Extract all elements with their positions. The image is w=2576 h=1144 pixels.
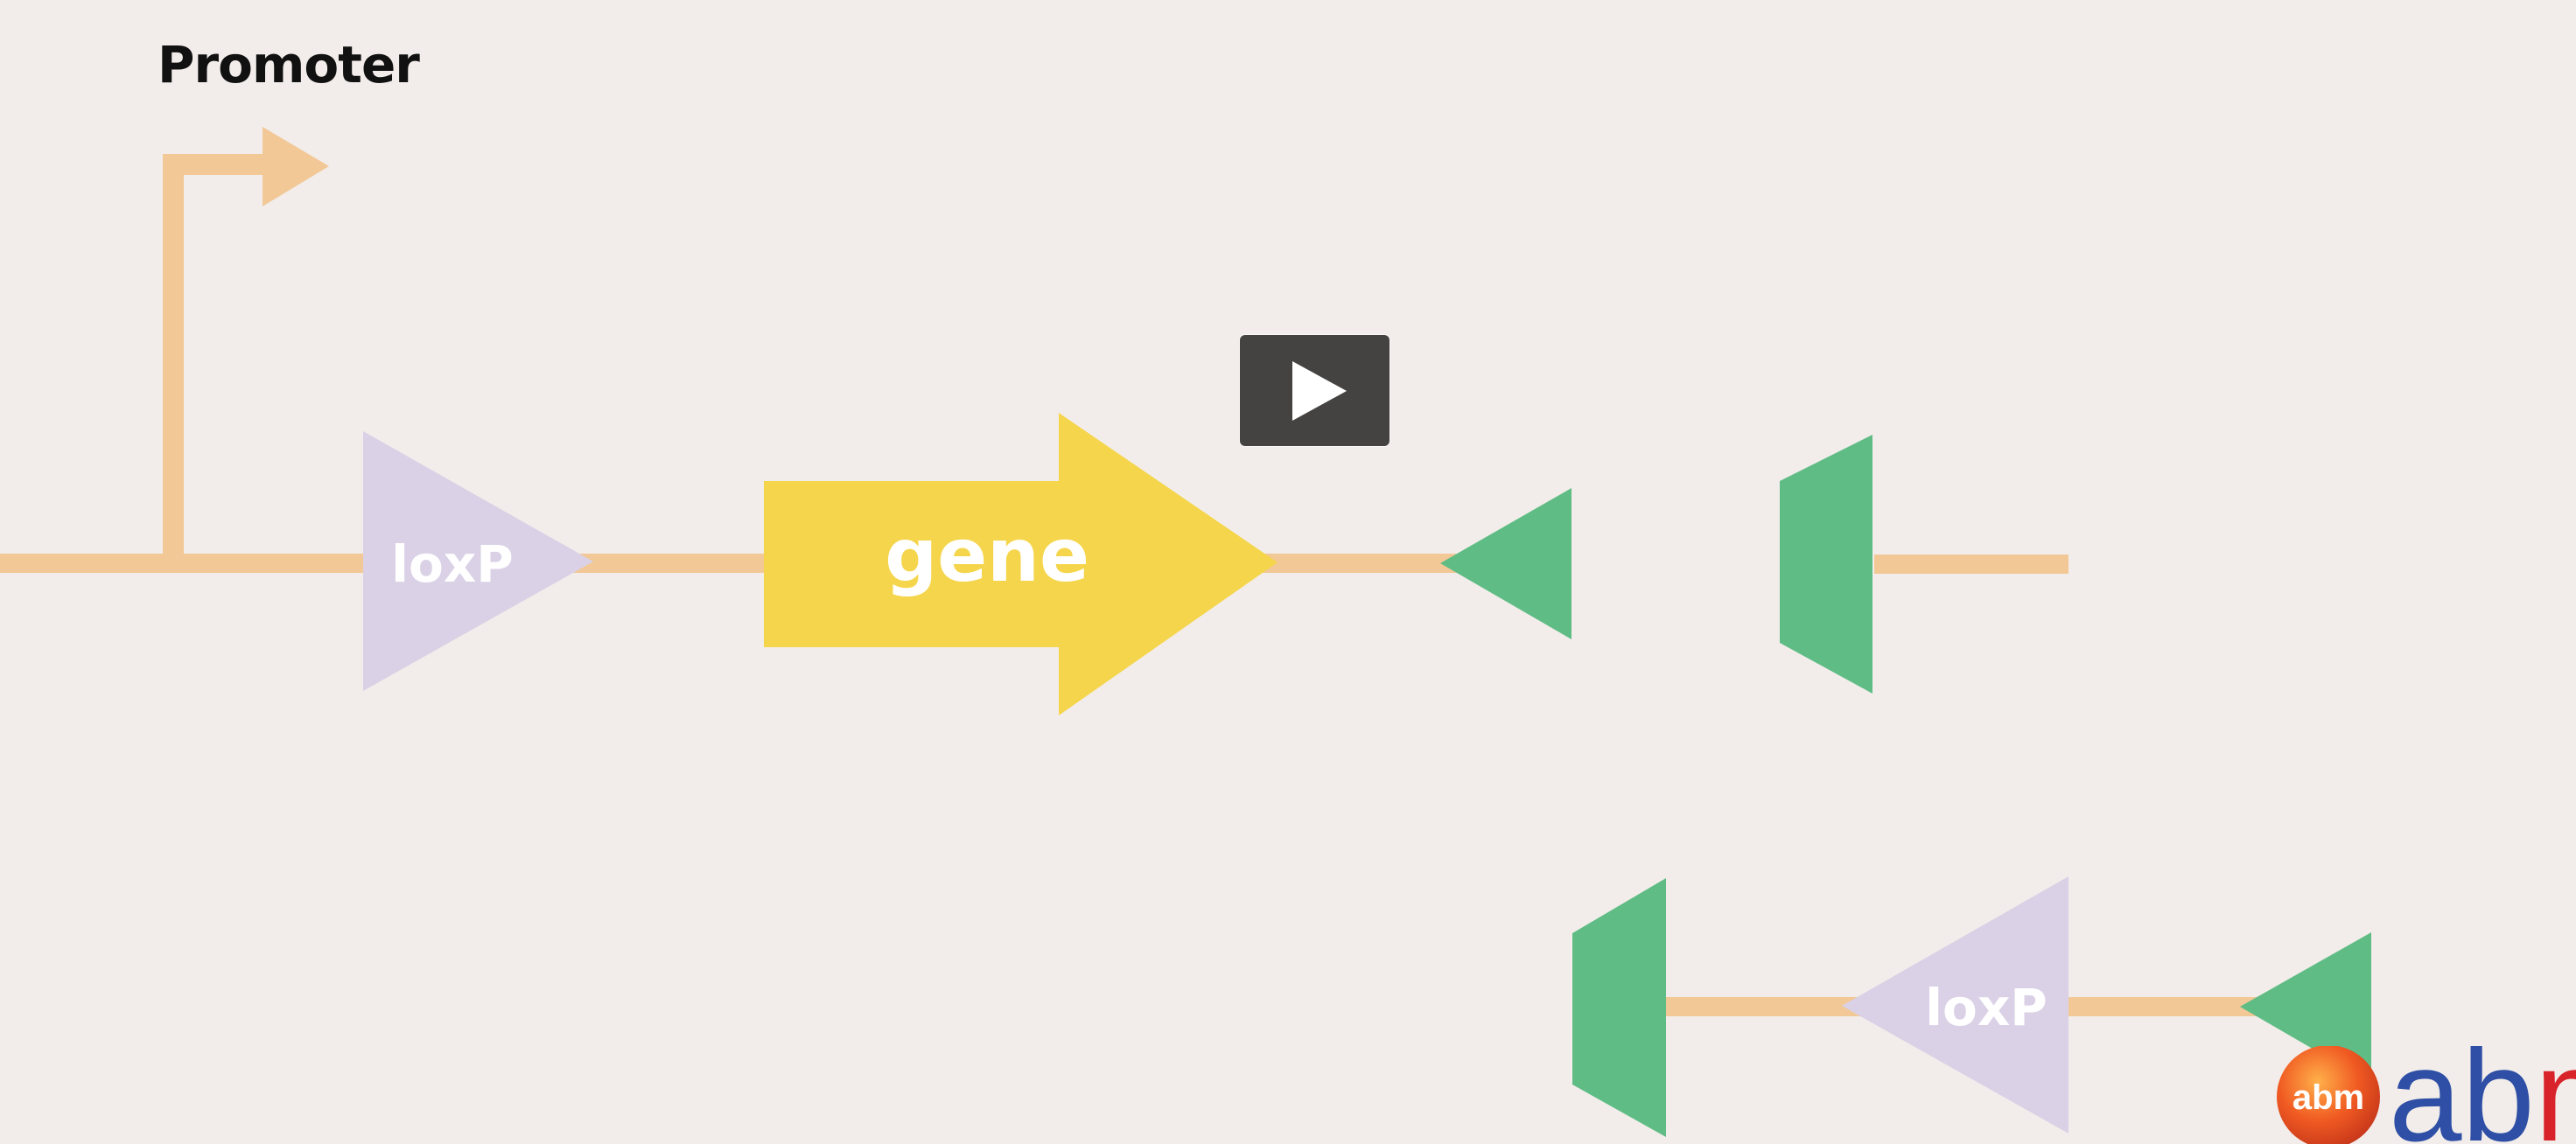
abm-badge-orb (2277, 1046, 2380, 1144)
promoter-arrow (163, 127, 329, 554)
loxp-forward-label: loxP (391, 534, 514, 594)
recombination-site-left-half (1440, 488, 1572, 639)
gene-label: gene (885, 513, 1089, 598)
loxp-reverse-label: loxP (1925, 978, 2048, 1037)
lower-recombination-site-right (2240, 932, 2371, 1083)
lower-recombination-site-left (1572, 878, 1666, 1137)
abm-badge-text: abm (2292, 1078, 2364, 1117)
promoter-label: Promoter (158, 35, 420, 94)
play-icon (1292, 361, 1347, 421)
abm-wordmark: abm (2389, 1046, 2576, 1144)
upper-backbone-right-segment (1874, 555, 2068, 574)
recombination-site-right-half (1780, 435, 1872, 694)
abm-logo: abm abm (2277, 1046, 2576, 1144)
play-button[interactable] (1240, 335, 1390, 446)
loxp-forward-triangle (363, 431, 593, 691)
gene-arrow (764, 413, 1278, 715)
loxp-reverse-triangle (1842, 876, 2068, 1134)
